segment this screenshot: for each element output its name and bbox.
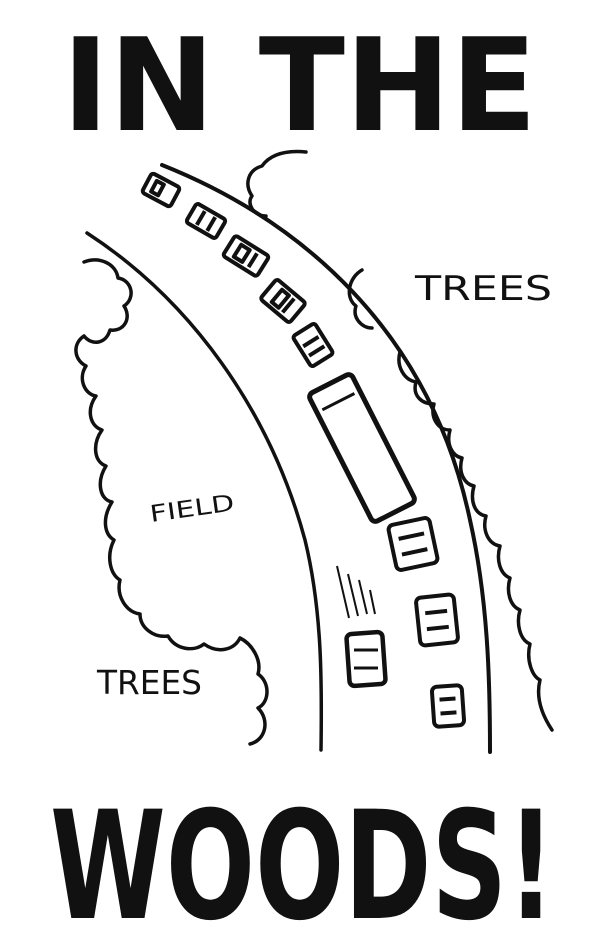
tree-line-right [397,350,554,732]
speeding-car [336,565,388,689]
tree-line-top [246,149,308,218]
label-field: FIELD [148,490,236,528]
tree-line-right-upper [347,268,374,330]
car [259,278,307,324]
label-trees-right: TREES [414,269,552,309]
tree-line-left [74,258,269,746]
car [291,321,335,369]
bus [307,372,417,524]
car [414,592,460,648]
car [429,683,467,729]
tree-lines [74,149,554,746]
car [386,516,440,572]
car-queue-lower [386,516,467,729]
car-queue [140,171,335,369]
road-edge-left [85,231,324,752]
car [221,234,271,278]
car [140,171,182,209]
car [184,202,228,240]
road-edge-right [160,163,492,754]
title-top: IN THE [62,12,537,161]
title-bottom: WOODS! [50,780,555,943]
label-trees-left: TREES [96,663,202,702]
